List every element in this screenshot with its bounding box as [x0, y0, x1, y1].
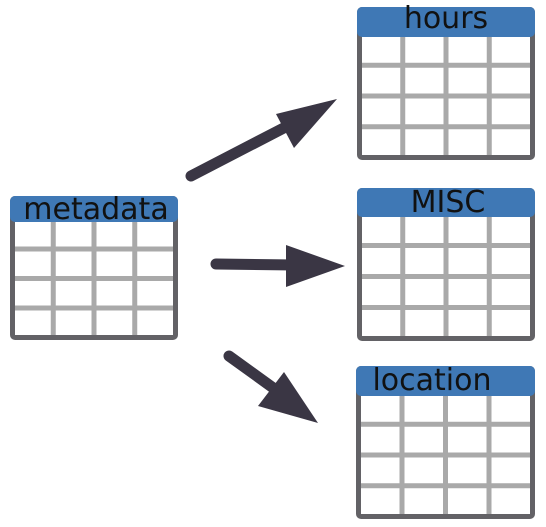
table-title-metadata: metadata — [23, 192, 168, 227]
table-cell — [361, 488, 400, 514]
table-cell — [362, 217, 401, 243]
table-cell — [491, 279, 530, 305]
table-cell — [404, 396, 443, 422]
table-cell — [362, 98, 401, 125]
table-cell — [137, 281, 173, 306]
table-cell — [491, 457, 530, 484]
table-cell — [55, 310, 92, 335]
table-cell — [96, 222, 133, 247]
table-cell — [491, 37, 530, 63]
table-cell — [15, 251, 51, 276]
table-cells — [361, 396, 530, 514]
table-cell — [137, 251, 173, 276]
table-cell — [448, 67, 487, 94]
table-cell — [491, 248, 530, 274]
table-cell — [491, 67, 530, 94]
table-cell — [448, 279, 487, 305]
table-cell — [404, 488, 443, 514]
table-header — [357, 188, 535, 217]
table-header — [10, 196, 178, 222]
table-cell — [361, 457, 400, 484]
table-cell — [362, 67, 401, 94]
table-cell — [448, 37, 487, 63]
table-cell — [362, 129, 401, 155]
table-cell — [362, 37, 401, 63]
table-cell — [491, 488, 530, 514]
table-cell — [405, 37, 444, 63]
table-cell — [96, 310, 133, 335]
table-cell — [137, 222, 173, 247]
table-cell — [491, 98, 530, 125]
table-cell — [405, 129, 444, 155]
table-cell — [448, 488, 487, 514]
table-cell — [405, 98, 444, 125]
table-cell — [15, 222, 51, 247]
table-cell — [362, 279, 401, 305]
table-cell — [361, 396, 400, 422]
table-cell — [55, 251, 92, 276]
table-cell — [491, 310, 530, 336]
table-cells — [362, 217, 530, 336]
table-hours: hours — [357, 1, 535, 160]
table-cell — [137, 310, 173, 335]
table-cell — [448, 426, 487, 453]
table-title-hours: hours — [404, 1, 488, 36]
table-cell — [448, 396, 487, 422]
table-cell — [96, 281, 133, 306]
table-cell — [361, 426, 400, 453]
table-cell — [491, 426, 530, 453]
table-title-misc: MISC — [411, 185, 486, 220]
table-cell — [491, 129, 530, 155]
table-cell — [404, 457, 443, 484]
table-cell — [404, 426, 443, 453]
arrow-right-icon — [210, 245, 345, 287]
table-cell — [405, 217, 444, 243]
table-cells — [15, 222, 173, 335]
table-cell — [491, 217, 530, 243]
table-header — [357, 7, 535, 37]
table-misc: MISC — [357, 185, 535, 341]
table-cell — [15, 310, 51, 335]
table-cell — [448, 98, 487, 125]
table-cell — [448, 310, 487, 336]
table-cell — [405, 67, 444, 94]
table-cell — [405, 310, 444, 336]
table-cell — [15, 281, 51, 306]
arrow-right-down-icon — [223, 350, 318, 423]
table-cell — [405, 248, 444, 274]
arrow-right-up-icon — [185, 99, 337, 182]
table-metadata: metadata — [10, 192, 178, 340]
table-cell — [405, 279, 444, 305]
table-cell — [448, 248, 487, 274]
table-location: location — [356, 363, 535, 519]
table-cell — [55, 281, 92, 306]
table-cell — [448, 129, 487, 155]
table-cell — [491, 396, 530, 422]
table-cell — [55, 222, 92, 247]
table-cell — [362, 248, 401, 274]
table-cell — [448, 217, 487, 243]
table-cell — [96, 251, 133, 276]
table-header — [356, 366, 535, 396]
table-cell — [362, 310, 401, 336]
table-title-location: location — [372, 363, 491, 398]
table-cells — [362, 37, 530, 155]
table-cell — [448, 457, 487, 484]
